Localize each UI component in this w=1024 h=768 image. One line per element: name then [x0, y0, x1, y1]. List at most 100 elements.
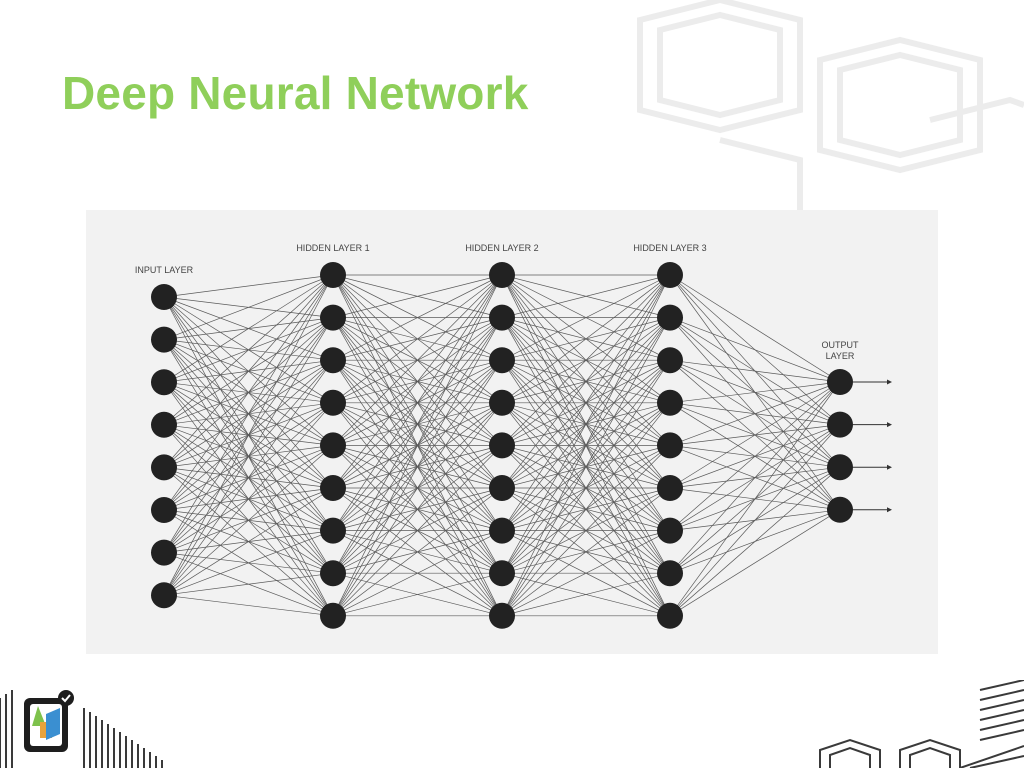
- neuron-node: [320, 304, 346, 331]
- layer-label: HIDDEN LAYER 1: [296, 243, 370, 253]
- connection-line: [332, 360, 503, 616]
- neuron-node: [657, 475, 683, 501]
- connection-line: [669, 317, 841, 383]
- connection-line: [332, 274, 503, 361]
- background-decoration-bottom-right: [819, 680, 1024, 768]
- connection-line: [332, 445, 503, 617]
- connection-line: [501, 360, 671, 616]
- layer-label: INPUT LAYER: [134, 265, 194, 275]
- connection-line: [332, 572, 503, 617]
- neuron-node: [151, 326, 177, 353]
- neuron-node: [657, 560, 683, 587]
- connection-line: [501, 274, 671, 318]
- connection-line: [669, 274, 841, 383]
- neuron-node: [827, 496, 853, 523]
- connection-line: [669, 381, 841, 531]
- connection-line: [501, 402, 671, 617]
- connection-line: [332, 274, 503, 489]
- connections: [163, 274, 841, 617]
- connection-line: [163, 317, 334, 596]
- connection-line: [669, 381, 841, 617]
- connection-line: [501, 572, 671, 617]
- connection-line: [332, 274, 503, 446]
- neuron-node: [151, 497, 177, 523]
- arrow-head-icon: [887, 379, 892, 385]
- neuron-node: [151, 284, 177, 310]
- neuron-node: [657, 517, 683, 544]
- neuron-node: [320, 560, 346, 587]
- connection-line: [163, 487, 334, 596]
- neuron-node: [320, 475, 346, 501]
- neuron-node: [657, 304, 683, 331]
- neuron-node: [657, 602, 683, 629]
- connection-line: [501, 274, 671, 361]
- connection-line: [669, 381, 841, 446]
- connection-line: [501, 274, 671, 616]
- neuron-node: [827, 411, 853, 438]
- arrow-head-icon: [887, 422, 892, 428]
- connection-line: [332, 274, 503, 531]
- neuron-node: [320, 517, 346, 544]
- connection-line: [332, 530, 503, 617]
- app-logo-icon: [24, 690, 74, 752]
- neuron-node: [320, 347, 346, 374]
- layer-4-nodes: [657, 262, 683, 629]
- connection-line: [163, 274, 334, 426]
- connection-line: [669, 381, 841, 489]
- neuron-node: [657, 389, 683, 416]
- connection-line: [501, 274, 671, 531]
- connection-line: [163, 594, 334, 617]
- neuron-node: [657, 262, 683, 288]
- connection-line: [332, 274, 503, 574]
- neuron-node: [489, 517, 515, 544]
- layer-label: HIDDEN LAYER 2: [465, 243, 539, 253]
- layer-5-nodes: [827, 369, 853, 523]
- background-decoration-bottom-left: [0, 690, 163, 768]
- neuron-node: [320, 389, 346, 416]
- connection-line: [163, 274, 334, 511]
- connection-line: [163, 572, 334, 596]
- connection-line: [669, 509, 841, 617]
- connection-line: [332, 274, 503, 404]
- connection-line: [163, 274, 334, 340]
- connection-line: [501, 487, 671, 617]
- network-graph: [151, 262, 892, 629]
- connection-line: [163, 274, 334, 553]
- connection-line: [163, 445, 334, 596]
- neuron-node: [151, 369, 177, 396]
- connection-line: [332, 274, 503, 616]
- connection-line: [501, 274, 671, 574]
- neuron-node: [151, 411, 177, 438]
- layer-label-line: OUTPUT: [821, 340, 859, 350]
- connection-line: [501, 445, 671, 617]
- connection-line: [163, 530, 334, 596]
- arrow-head-icon: [887, 507, 892, 513]
- neuron-node: [320, 602, 346, 629]
- neuron-node: [489, 432, 515, 459]
- connection-line: [163, 274, 334, 468]
- arrow-head-icon: [887, 464, 892, 470]
- neuron-node: [657, 347, 683, 374]
- neuron-node: [489, 347, 515, 374]
- neuron-node: [657, 432, 683, 459]
- neuron-node: [489, 560, 515, 587]
- connection-line: [163, 274, 334, 596]
- connection-line: [163, 359, 334, 596]
- layer-3-nodes: [489, 262, 515, 629]
- background-decoration-top-right: [637, 0, 1024, 240]
- layer-label: HIDDEN LAYER 3: [633, 243, 707, 253]
- layer-1-nodes: [151, 284, 177, 609]
- connection-line: [501, 274, 671, 489]
- connection-line: [669, 424, 841, 617]
- connection-line: [332, 402, 503, 617]
- connection-line: [332, 274, 503, 318]
- neuron-node: [151, 539, 177, 566]
- connection-line: [163, 274, 334, 298]
- neuron-node: [320, 432, 346, 459]
- connection-line: [163, 402, 334, 596]
- connection-line: [332, 317, 503, 616]
- connection-line: [501, 530, 671, 617]
- neural-network-diagram: INPUT LAYER HIDDEN LAYER 1 HIDDEN LAYER 2 H…: [86, 210, 938, 654]
- neuron-node: [827, 369, 853, 395]
- connection-line: [163, 274, 334, 383]
